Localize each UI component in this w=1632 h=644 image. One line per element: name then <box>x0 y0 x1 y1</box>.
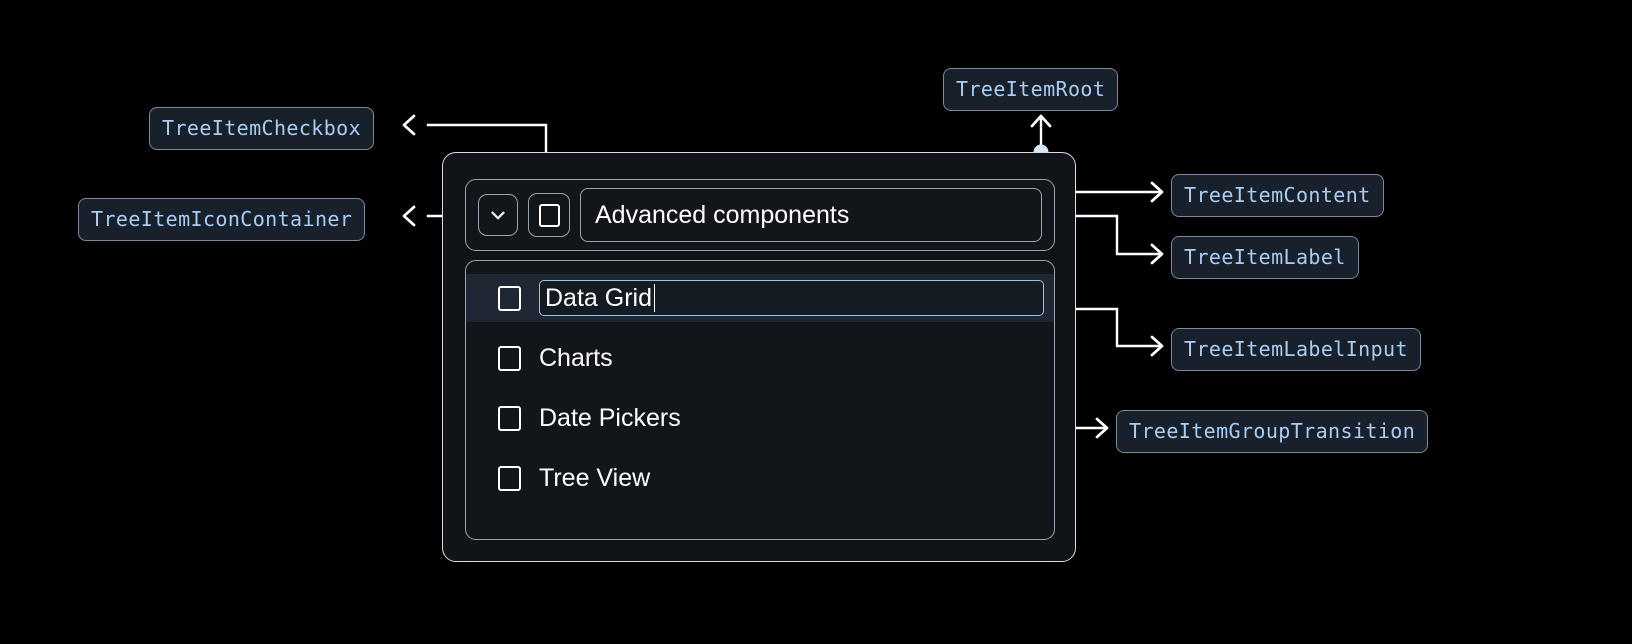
text-caret <box>653 284 656 312</box>
tree-item-group-transition: Data Grid Charts Date Pickers Tree View <box>465 260 1055 540</box>
checkbox-unchecked-icon[interactable] <box>498 465 521 491</box>
arrowhead-tree-item-content <box>1150 181 1164 203</box>
tree-item-icon-container[interactable] <box>478 194 518 236</box>
tree-item-row[interactable]: Date Pickers <box>466 394 1054 442</box>
tree-item-row[interactable]: Charts <box>466 334 1054 382</box>
arrowhead-tree-item-label <box>1150 243 1164 265</box>
arrowhead-tree-item-root <box>1030 114 1052 128</box>
tree-item-row[interactable]: Tree View <box>466 454 1054 502</box>
checkbox-unchecked-icon[interactable] <box>498 405 521 431</box>
tree-item-label-input[interactable]: Data Grid <box>539 280 1044 316</box>
tree-item-label: Tree View <box>539 463 651 492</box>
annotation-tree-item-group-transition: TreeItemGroupTransition <box>1116 410 1429 453</box>
tree-item-label-input-value: Data Grid <box>545 283 652 312</box>
checkbox-unchecked-icon[interactable] <box>498 345 521 371</box>
arrowhead-tree-item-label-input <box>1150 335 1164 357</box>
tree-item-checkbox[interactable] <box>528 193 570 237</box>
arrowhead-tree-item-group-transition <box>1095 417 1109 439</box>
tree-item-label: Charts <box>539 343 613 372</box>
tree-item-label[interactable]: Advanced components <box>580 188 1042 242</box>
tree-item-content[interactable]: Advanced components <box>465 179 1055 251</box>
tree-item-row[interactable]: Data Grid <box>466 274 1054 322</box>
annotation-tree-item-checkbox: TreeItemCheckbox <box>149 107 375 150</box>
annotation-tree-item-icon-container: TreeItemIconContainer <box>78 198 366 241</box>
annotation-tree-item-label: TreeItemLabel <box>1171 236 1359 279</box>
tree-item-label-text: Advanced components <box>595 200 850 229</box>
annotation-tree-item-root: TreeItemRoot <box>943 68 1119 111</box>
checkbox-unchecked-icon[interactable] <box>498 285 521 311</box>
chevron-down-icon <box>491 211 505 220</box>
arrowhead-tree-item-checkbox <box>402 114 416 136</box>
annotation-tree-item-label-input: TreeItemLabelInput <box>1171 328 1421 371</box>
arrowhead-tree-item-icon-container <box>402 205 416 227</box>
checkbox-unchecked-icon <box>538 203 560 227</box>
tree-item-root[interactable]: Advanced components Data Grid Charts Dat… <box>442 152 1076 562</box>
annotation-tree-item-content: TreeItemContent <box>1171 174 1384 217</box>
tree-item-label: Date Pickers <box>539 403 681 432</box>
